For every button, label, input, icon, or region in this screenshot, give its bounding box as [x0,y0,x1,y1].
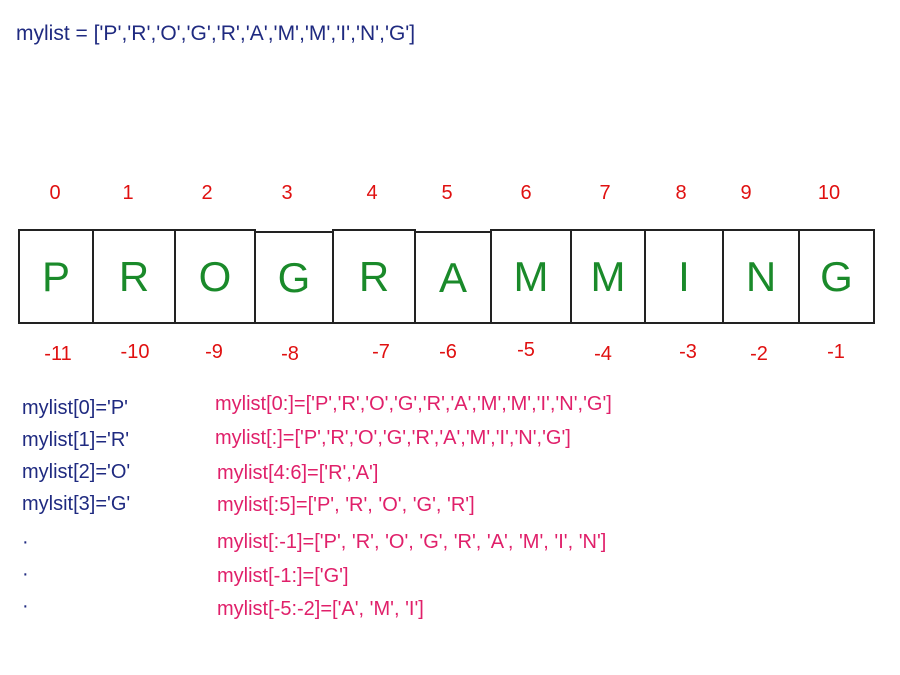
positive-index-6: 6 [520,182,532,204]
negative-index-3: -8 [281,343,299,365]
ellipsis-dot: · [22,563,29,585]
cell-5: A [414,231,492,324]
index-example: mylsit[3]='G' [22,493,131,515]
list-definition: mylist = ['P','R','O','G','R','A','M','M… [16,22,416,45]
cell-6: M [490,229,572,324]
slice-example: mylist[:]=['P','R','O','G','R','A','M','… [215,427,571,449]
positive-index-7: 7 [599,182,611,204]
positive-index-2: 2 [201,182,213,204]
cell-3: G [254,231,334,324]
slice-example: mylist[:-1]=['P', 'R', 'O', 'G', 'R', 'A… [217,531,607,553]
negative-index-7: -4 [594,343,612,365]
cell-4: R [332,229,416,324]
positive-index-1: 1 [122,182,134,204]
negative-index-1: -10 [120,341,150,363]
cell-2: O [174,229,256,324]
cell-9: N [722,229,800,324]
negative-index-10: -1 [827,341,845,363]
slice-example: mylist[4:6]=['R','A'] [217,462,379,484]
negative-index-5: -6 [439,341,457,363]
slice-example: mylist[:5]=['P', 'R', 'O', 'G', 'R'] [217,494,475,516]
index-example: mylist[0]='P' [22,397,128,419]
cell-1: R [92,229,176,324]
cell-8: I [644,229,724,324]
slice-example: mylist[-1:]=['G'] [217,565,349,587]
cell-7: M [570,229,646,324]
negative-index-2: -9 [205,341,223,363]
positive-index-0: 0 [49,182,61,204]
positive-index-5: 5 [441,182,453,204]
positive-index-9: 9 [740,182,752,204]
positive-index-10: 10 [817,182,841,204]
cell-0: P [18,229,94,324]
negative-index-4: -7 [372,341,390,363]
index-example: mylist[1]='R' [22,429,130,451]
ellipsis-dot: · [22,595,29,617]
index-example: mylist[2]='O' [22,461,131,483]
negative-index-9: -2 [750,343,768,365]
negative-index-6: -5 [517,339,535,361]
ellipsis-dot: · [22,531,29,553]
positive-index-3: 3 [281,182,293,204]
positive-index-4: 4 [366,182,378,204]
negative-index-8: -3 [679,341,697,363]
negative-index-0: -11 [44,343,72,365]
slice-example: mylist[-5:-2]=['A', 'M', 'I'] [217,598,424,620]
cell-10: G [798,229,875,324]
positive-index-8: 8 [675,182,687,204]
slice-example: mylist[0:]=['P','R','O','G','R','A','M',… [215,393,612,415]
